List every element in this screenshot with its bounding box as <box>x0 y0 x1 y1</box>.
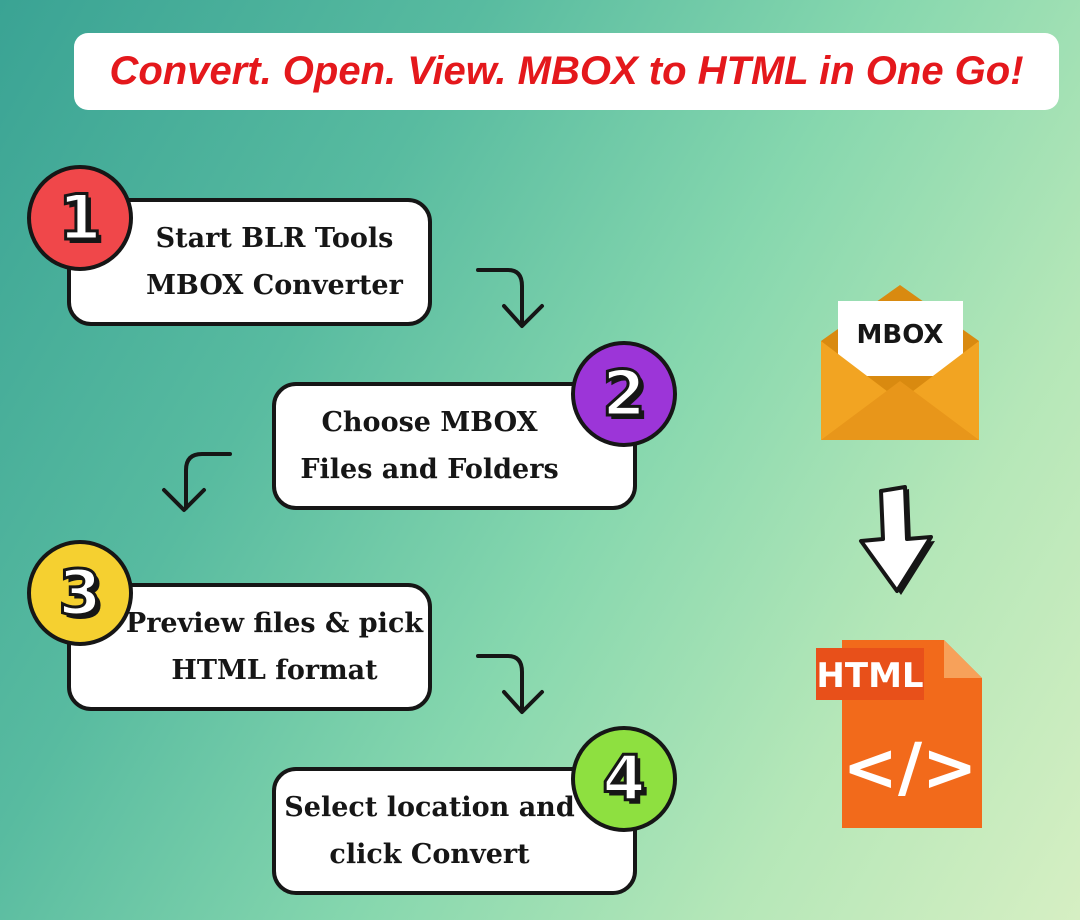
step-3-number: 3 <box>57 556 103 629</box>
step-2-number: 2 <box>601 357 647 430</box>
step-1-line-2: MBOX Converter <box>146 270 403 301</box>
step-3-badge: 3 <box>27 540 133 646</box>
step-3-box: Preview files & pick HTML format <box>67 583 432 711</box>
step-4-line-1: Select location and <box>284 792 575 823</box>
step-2-badge: 2 <box>571 341 677 447</box>
code-glyph: </> <box>843 729 978 806</box>
mbox-label: MBOX <box>857 320 944 350</box>
step-3-line-2: HTML format <box>171 655 378 686</box>
step-2-line-2: Files and Folders <box>300 454 559 485</box>
step-1-number: 1 <box>57 181 103 254</box>
step-1-box: Start BLR Tools MBOX Converter <box>67 198 432 326</box>
title-banner: Convert. Open. View. MBOX to HTML in One… <box>74 33 1059 110</box>
step-4-line-2: click Convert <box>329 839 530 870</box>
html-file-icon: HTML </> <box>816 640 982 828</box>
step-1-line-1: Start BLR Tools <box>155 223 394 254</box>
mbox-envelope-icon: MBOX <box>821 285 979 440</box>
step-3-line-1: Preview files & pick <box>125 608 424 639</box>
curved-arrow-icon <box>476 268 544 328</box>
curved-arrow-icon <box>476 654 544 714</box>
step-1-badge: 1 <box>27 165 133 271</box>
curved-arrow-icon <box>162 452 232 512</box>
page-title: Convert. Open. View. MBOX to HTML in One… <box>109 49 1024 93</box>
html-label: HTML <box>816 656 923 696</box>
step-4-number: 4 <box>601 742 647 815</box>
step-4-badge: 4 <box>571 726 677 832</box>
step-2-line-1: Choose MBOX <box>321 407 538 438</box>
down-arrow-icon <box>859 485 935 595</box>
